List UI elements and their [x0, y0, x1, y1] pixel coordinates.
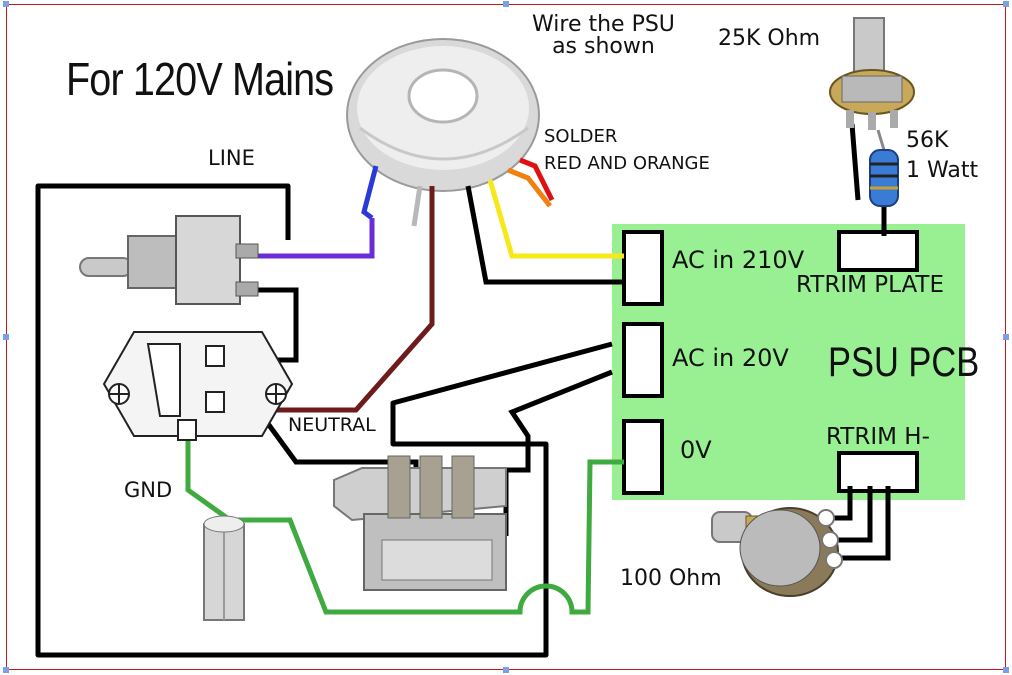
diagram-title: For 120V Mains: [66, 53, 334, 105]
iec-power-socket: [102, 331, 294, 441]
black-wire-loop: [35, 183, 613, 658]
label-neutral: NEUTRAL: [288, 414, 376, 436]
connector-0v: [622, 419, 664, 495]
resistor-56k: [869, 129, 899, 207]
toggle-switch: [79, 215, 259, 305]
connector-rtrim-h: [837, 451, 919, 493]
selection-handle[interactable]: [1003, 667, 1009, 673]
potentiometer-100: [711, 507, 843, 597]
pot-100-lead-3: [838, 486, 891, 561]
label-solder-line-2: RED AND ORANGE: [544, 153, 710, 174]
label-res-56k: 56K: [906, 128, 949, 153]
pcb-label-rtrim-h: RTRIM H-: [826, 424, 930, 450]
selection-handle[interactable]: [1003, 334, 1009, 340]
label-res-watt: 1 Watt: [906, 158, 979, 183]
orange-wire: [507, 167, 552, 208]
wiring-note-line-1: Wire the PSU: [532, 12, 675, 37]
connector-ac-210: [622, 230, 664, 306]
label-line: LINE: [208, 146, 255, 170]
wiring-note: Wire the PSU as shown: [532, 14, 675, 58]
pot-100-lead-2: [834, 486, 873, 543]
selection-handle[interactable]: [3, 334, 9, 340]
wiring-note-line-2: as shown: [552, 34, 655, 59]
label-pot-100: 100 Ohm: [620, 566, 722, 591]
selection-handle[interactable]: [3, 1, 9, 7]
purple-wire: [258, 218, 375, 259]
potentiometer-25k: [829, 17, 915, 130]
connector-rtrim-plate: [837, 230, 919, 272]
label-gnd: GND: [124, 478, 173, 502]
pot-100-lead-1: [830, 486, 853, 521]
pcb-label-ac-20: AC in 20V: [672, 344, 789, 372]
pcb-label-ac-210: AC in 210V: [672, 246, 805, 274]
pcb-title: PSU PCB: [828, 338, 980, 385]
pcb-label-0v: 0V: [680, 436, 712, 464]
black-wire-ac20: [503, 369, 613, 536]
selection-handle[interactable]: [503, 667, 509, 673]
small-transformer: [333, 455, 507, 591]
red-wire: [519, 157, 555, 202]
selection-handle[interactable]: [503, 1, 509, 7]
yellow-wire: [487, 179, 624, 259]
grey-wire: [411, 185, 423, 227]
selection-handle[interactable]: [1003, 1, 1009, 7]
pcb-label-rtrim-plate: RTRIM PLATE: [796, 272, 945, 298]
brown-wire: [214, 186, 435, 413]
black-wire-toroid-ac210: [465, 185, 624, 285]
pot-25k-leads: [849, 123, 861, 201]
green-ground-wire: [185, 430, 624, 615]
connector-ac-20: [622, 322, 664, 398]
ground-standoff: [203, 515, 245, 621]
label-solder-line-1: SOLDER: [544, 126, 618, 147]
selection-handle[interactable]: [3, 667, 9, 673]
toroidal-transformer: [346, 38, 540, 192]
label-pot-25k: 25K Ohm: [718, 26, 821, 51]
blue-wire: [361, 165, 379, 220]
